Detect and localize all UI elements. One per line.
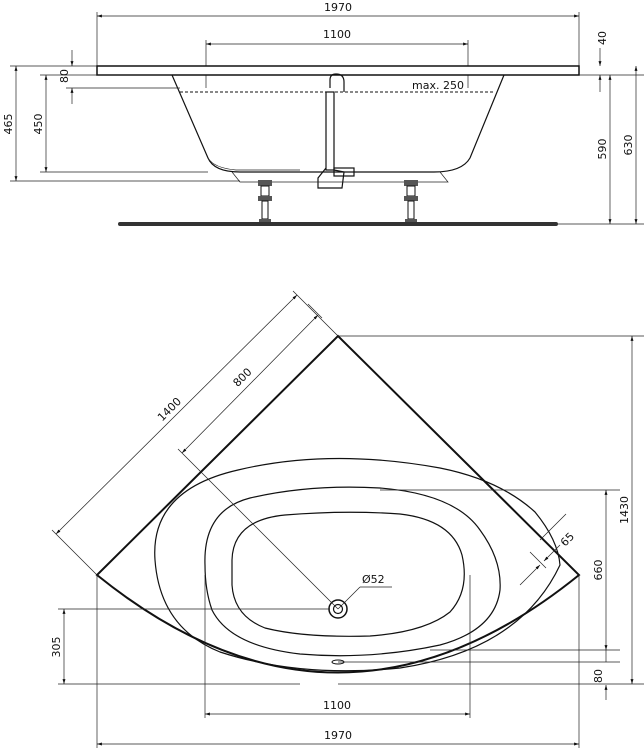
tub-body <box>171 74 505 173</box>
dim-inner-width-top: 1100 <box>323 699 351 712</box>
side-view: 1970 1100 max. 250 <box>2 1 644 226</box>
dim-inner-length: 800 <box>231 366 255 390</box>
dim-drain-diameter: Ø52 <box>362 573 385 586</box>
tub-rim <box>96 65 580 76</box>
dim-depth: 1430 <box>618 496 631 524</box>
dim-line-inner-length <box>181 314 319 454</box>
overflow-pipe <box>325 91 335 171</box>
top-view: Ø52 1400 800 65 1430 660 80 <box>50 290 644 748</box>
dim-drain-offset: 305 <box>50 637 63 658</box>
dim-rim-depth: 80 <box>58 69 71 83</box>
dim-overall-width-top: 1970 <box>324 729 352 742</box>
dim-front-offset: 80 <box>592 669 605 683</box>
dim-height-to-rim: 590 <box>596 139 609 160</box>
basin-inner-contour <box>231 511 465 637</box>
max-fill-label: max. 250 <box>412 79 464 92</box>
leg-left <box>258 180 272 223</box>
dim-rim-offset: 65 <box>558 530 577 549</box>
overflow-fitting <box>329 73 345 92</box>
dim-height-total: 630 <box>622 135 635 156</box>
dim-inner-depth: 450 <box>32 114 45 135</box>
dim-line-side-length <box>55 294 298 535</box>
dim-side-length: 1400 <box>155 395 184 424</box>
floor-line <box>118 222 558 226</box>
dim-overall-width-side: 1970 <box>324 1 352 14</box>
dim-rim-thickness: 40 <box>596 31 609 45</box>
drain-trap <box>317 167 345 189</box>
dim-basin-length: 660 <box>592 560 605 581</box>
dim-total-height: 465 <box>2 114 15 135</box>
dim-inner-width-side: 1100 <box>323 28 351 41</box>
leg-right <box>404 180 418 223</box>
tub-outline <box>95 334 581 674</box>
